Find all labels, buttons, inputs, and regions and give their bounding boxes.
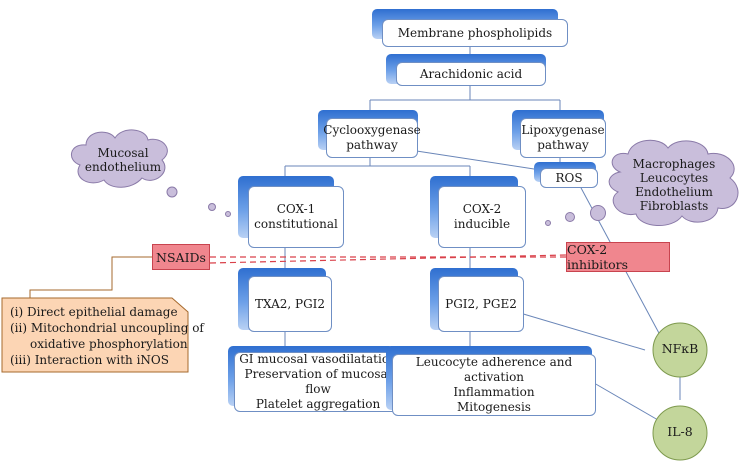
cox-pathway-line2: pathway bbox=[346, 138, 398, 152]
nsaid-effect-2: (ii) Mitochondrial uncoupling of bbox=[10, 321, 204, 335]
cox1-line2: constitutional bbox=[254, 217, 338, 231]
inflammation-effect-2: Inflammation bbox=[453, 385, 535, 399]
inhibition-lines bbox=[209, 254, 567, 264]
mucosal-line2: endothelium bbox=[84, 160, 162, 174]
nsaid-effect-1: (i) Direct epithelial damage bbox=[10, 305, 178, 319]
mucosal-cloud-shape bbox=[71, 129, 231, 217]
inhibition-line-cross bbox=[209, 254, 567, 264]
membrane-phospholipids-box: Membrane phospholipids bbox=[382, 19, 568, 47]
cox2-line1: COX-2 bbox=[462, 202, 502, 216]
ros-box: ROS bbox=[540, 168, 598, 188]
cox2-inhibitors-label: COX-2 inhibitors bbox=[567, 242, 629, 272]
mucosal-line1: Mucosal bbox=[97, 146, 149, 160]
cox1-box: COX-1 constitutional bbox=[248, 186, 344, 248]
inflammation-effect-3: Mitogenesis bbox=[457, 400, 531, 414]
cells-cloud-shape bbox=[545, 139, 739, 226]
nsaid-note-connector bbox=[29, 256, 152, 298]
inflammation-effect-1: Leucocyte adherence and activation bbox=[415, 355, 573, 384]
pgi2-pge2-box: PGI2, PGE2 bbox=[438, 276, 524, 332]
lox-pathway-line1: Lipoxygenase bbox=[521, 123, 605, 137]
connector-inflammation-il8 bbox=[593, 382, 659, 421]
cells-line2: Leucocytes bbox=[639, 171, 709, 185]
il8-circle bbox=[652, 405, 708, 461]
cyclooxygenase-pathway-box: Cyclooxygenase pathway bbox=[323, 118, 421, 158]
nfkb-circle bbox=[652, 322, 708, 378]
inflammation-effects-box: Leucocyte adherence and activation Infla… bbox=[392, 354, 596, 416]
cells-line3: Endothelium bbox=[635, 185, 713, 199]
txa2-pgi2-label: TXA2, PGI2 bbox=[254, 296, 326, 311]
ros-label: ROS bbox=[555, 170, 583, 185]
cox2-box: COX-2 inducible bbox=[438, 186, 526, 248]
gi-effect-3: Platelet aggregation bbox=[255, 397, 381, 411]
cells-line1: Macrophages bbox=[632, 157, 716, 171]
arachidonic-acid-label: Arachidonic acid bbox=[419, 66, 523, 81]
pgi2-pge2-label: PGI2, PGE2 bbox=[445, 296, 517, 311]
cox2-line2: inducible bbox=[453, 217, 511, 231]
nsaid-effects-note: (i) Direct epithelial damage (ii) Mitoch… bbox=[2, 298, 204, 372]
nsaid-effect-4: (iii) Interaction with iNOS bbox=[10, 353, 169, 367]
gi-effect-1: GI mucosal vasodilatation bbox=[239, 352, 397, 366]
nsaid-note-shape bbox=[1, 297, 189, 373]
mucosal-cloud-text: Mucosal endothelium bbox=[82, 146, 164, 174]
nsaids-label: NSAIDs bbox=[156, 249, 206, 265]
lox-pathway-line2: pathway bbox=[537, 138, 589, 152]
cox-pathway-line1: Cyclooxygenase bbox=[323, 123, 421, 137]
arachidonic-acid-box: Arachidonic acid bbox=[396, 62, 546, 86]
connector-pgi2-nfkb bbox=[519, 312, 646, 351]
txa2-pgi2-box: TXA2, PGI2 bbox=[248, 276, 332, 332]
membrane-phospholipids-label: Membrane phospholipids bbox=[397, 25, 553, 40]
cells-line4: Fibroblasts bbox=[639, 199, 709, 213]
cox1-line1: COX-1 bbox=[276, 202, 316, 216]
nsaids-box: NSAIDs bbox=[152, 244, 210, 270]
il8-label: IL-8 bbox=[667, 424, 693, 439]
gi-effect-2: Preservation of mucosal flow bbox=[244, 367, 392, 396]
nsaid-effect-3: oxidative phosphorylation bbox=[30, 337, 188, 351]
lipoxygenase-pathway-box: Lipoxygenase pathway bbox=[520, 118, 606, 158]
nfkb-label: NFκB bbox=[661, 341, 699, 356]
cox2-inhibitors-box: COX-2 inhibitors bbox=[566, 242, 670, 272]
cells-cloud-text: Macrophages Leucocytes Endothelium Fibro… bbox=[618, 157, 730, 213]
gi-effects-box: GI mucosal vasodilatation Preservation o… bbox=[234, 352, 402, 412]
